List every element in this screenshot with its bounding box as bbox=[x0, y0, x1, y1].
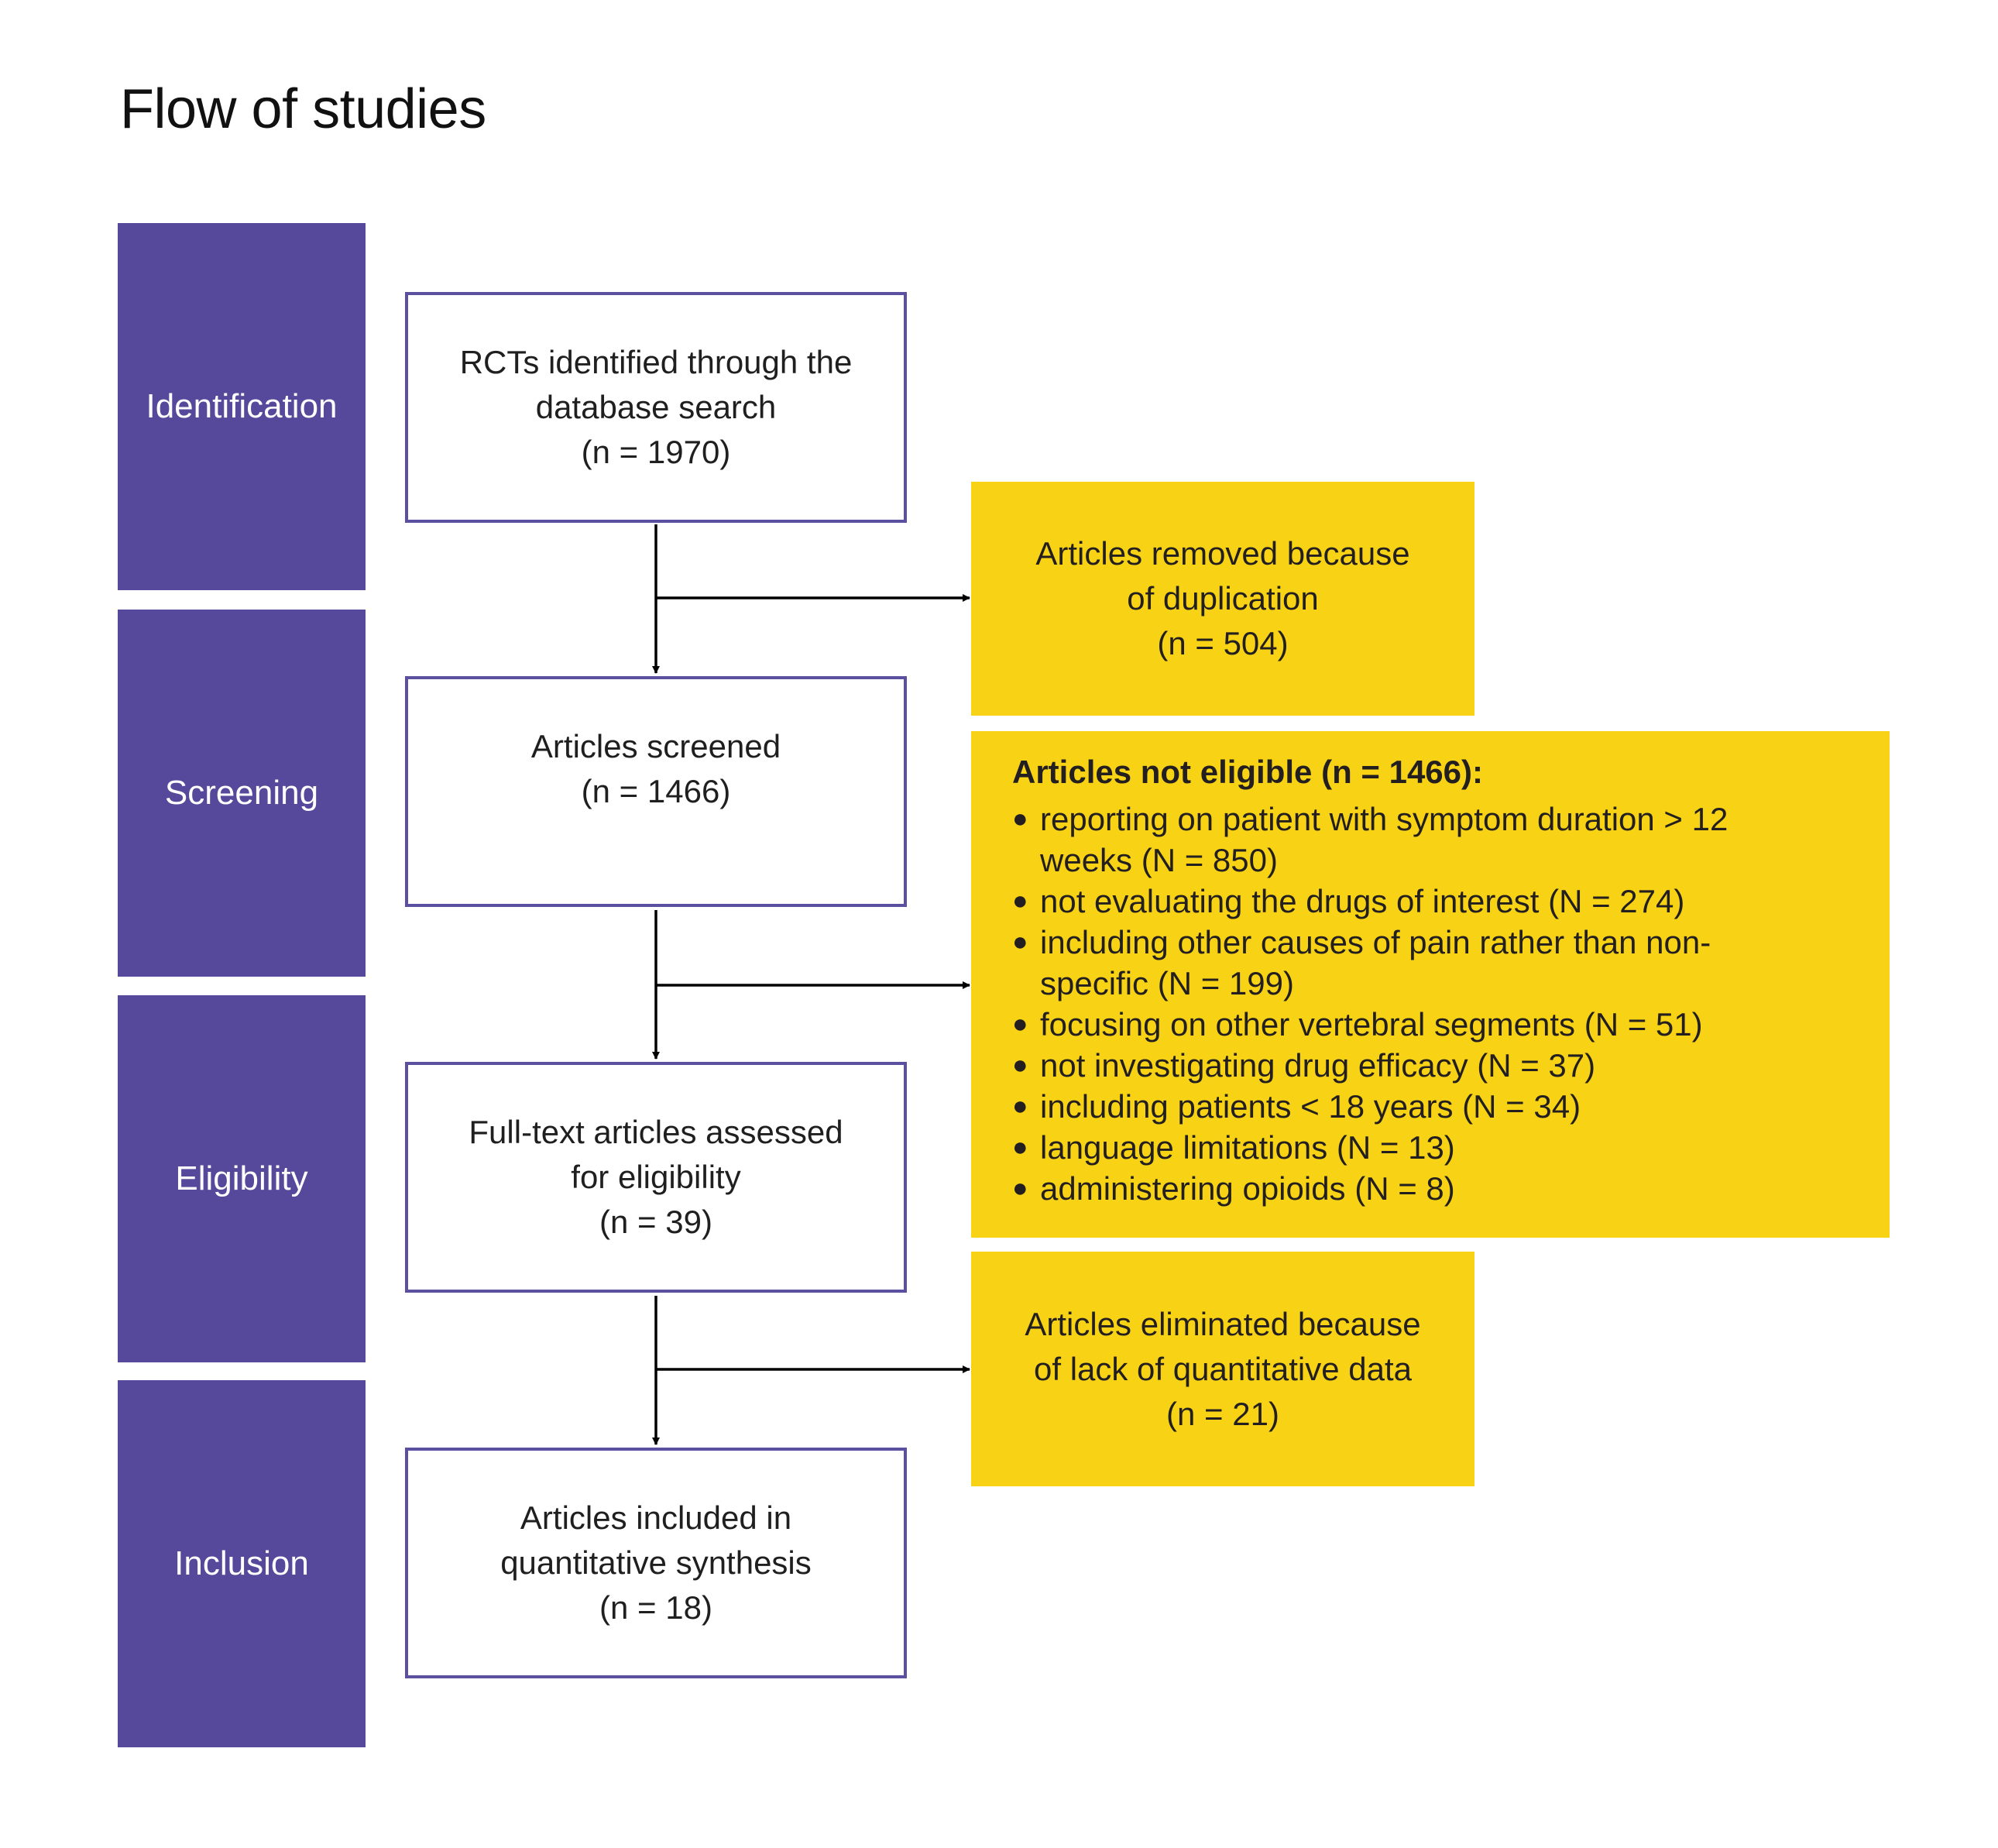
box-count: (n = 21) bbox=[1166, 1395, 1279, 1432]
list-item-text: including other causes of pain rather th… bbox=[1040, 924, 1711, 1001]
bullet-icon: ● bbox=[1012, 1050, 1028, 1080]
bullet-icon: ● bbox=[1012, 927, 1028, 957]
stage-label: Inclusion bbox=[174, 1544, 309, 1582]
bullet-icon: ● bbox=[1012, 1009, 1028, 1039]
box-line: Articles included in bbox=[520, 1499, 792, 1536]
box-line: Articles screened bbox=[530, 728, 781, 764]
list-item-text: administering opioids (N = 8) bbox=[1040, 1170, 1455, 1207]
list-item: ● reporting on patient with symptom dura… bbox=[1012, 799, 1859, 881]
list-item-text: focusing on other vertebral segments (N … bbox=[1040, 1006, 1703, 1043]
page-title: Flow of studies bbox=[120, 78, 486, 140]
box-count: (n = 1466) bbox=[581, 773, 731, 809]
list-item-text: not investigating drug efficacy (N = 37) bbox=[1040, 1047, 1596, 1084]
flow-box-screened: Articles screened (n = 1466) bbox=[405, 676, 907, 907]
exclusion-box-duplicates: Articles removed because of duplication … bbox=[971, 482, 1474, 716]
list-item-text: reporting on patient with symptom durati… bbox=[1040, 801, 1729, 878]
exclusion-box-not-eligible: Articles not eligible (n = 1466): ● repo… bbox=[971, 731, 1890, 1238]
list-item-text: language limitations (N = 13) bbox=[1040, 1129, 1455, 1166]
list-item: ● administering opioids (N = 8) bbox=[1012, 1168, 1859, 1209]
list-item-text: including patients < 18 years (N = 34) bbox=[1040, 1088, 1581, 1125]
list-item: ● including other causes of pain rather … bbox=[1012, 922, 1859, 1004]
bullet-icon: ● bbox=[1012, 1173, 1028, 1203]
list-item: ● including patients < 18 years (N = 34) bbox=[1012, 1086, 1859, 1127]
stage-inclusion: Inclusion bbox=[118, 1380, 366, 1747]
list-item: ● focusing on other vertebral segments (… bbox=[1012, 1004, 1859, 1045]
box-count: (n = 504) bbox=[1157, 625, 1289, 661]
flow-box-identified: RCTs identified through the database sea… bbox=[405, 292, 907, 523]
box-line: of duplication bbox=[1127, 580, 1319, 617]
bullet-icon: ● bbox=[1012, 886, 1028, 915]
box-line: database search bbox=[535, 389, 777, 425]
stage-label: Screening bbox=[164, 774, 319, 812]
list-item: ● not evaluating the drugs of interest (… bbox=[1012, 881, 1859, 922]
flow-box-included: Articles included in quantitative synthe… bbox=[405, 1448, 907, 1678]
box-count: (n = 18) bbox=[599, 1589, 712, 1626]
bullet-icon: ● bbox=[1012, 1091, 1028, 1121]
box-line: Articles removed because bbox=[1035, 535, 1410, 572]
stage-eligibility: Eligibility bbox=[118, 995, 366, 1362]
box-line: RCTs identified through the bbox=[459, 344, 853, 380]
box-line: Articles eliminated because bbox=[1025, 1305, 1421, 1342]
bullet-icon: ● bbox=[1012, 1132, 1028, 1162]
box-line: for eligibility bbox=[571, 1159, 741, 1195]
not-eligible-heading: Articles not eligible (n = 1466): bbox=[1012, 754, 1483, 790]
flow-box-assessed: Full-text articles assessed for eligibil… bbox=[405, 1062, 907, 1293]
stage-label: Identification bbox=[146, 387, 338, 425]
stage-label: Eligibility bbox=[175, 1159, 308, 1197]
list-item-text: not evaluating the drugs of interest (N … bbox=[1040, 883, 1685, 919]
list-item: ● not investigating drug efficacy (N = 3… bbox=[1012, 1045, 1859, 1086]
list-item: ● language limitations (N = 13) bbox=[1012, 1127, 1859, 1168]
box-line: Full-text articles assessed bbox=[469, 1114, 843, 1150]
bullet-icon: ● bbox=[1012, 804, 1028, 833]
box-count: (n = 1970) bbox=[581, 434, 731, 470]
box-line: quantitative synthesis bbox=[500, 1544, 812, 1581]
stage-screening: Screening bbox=[118, 610, 366, 977]
stage-identification: Identification bbox=[118, 223, 366, 590]
box-line: of lack of quantitative data bbox=[1034, 1350, 1412, 1387]
exclusion-box-no-quant-data: Articles eliminated because of lack of q… bbox=[971, 1252, 1474, 1486]
box-count: (n = 39) bbox=[599, 1204, 712, 1240]
